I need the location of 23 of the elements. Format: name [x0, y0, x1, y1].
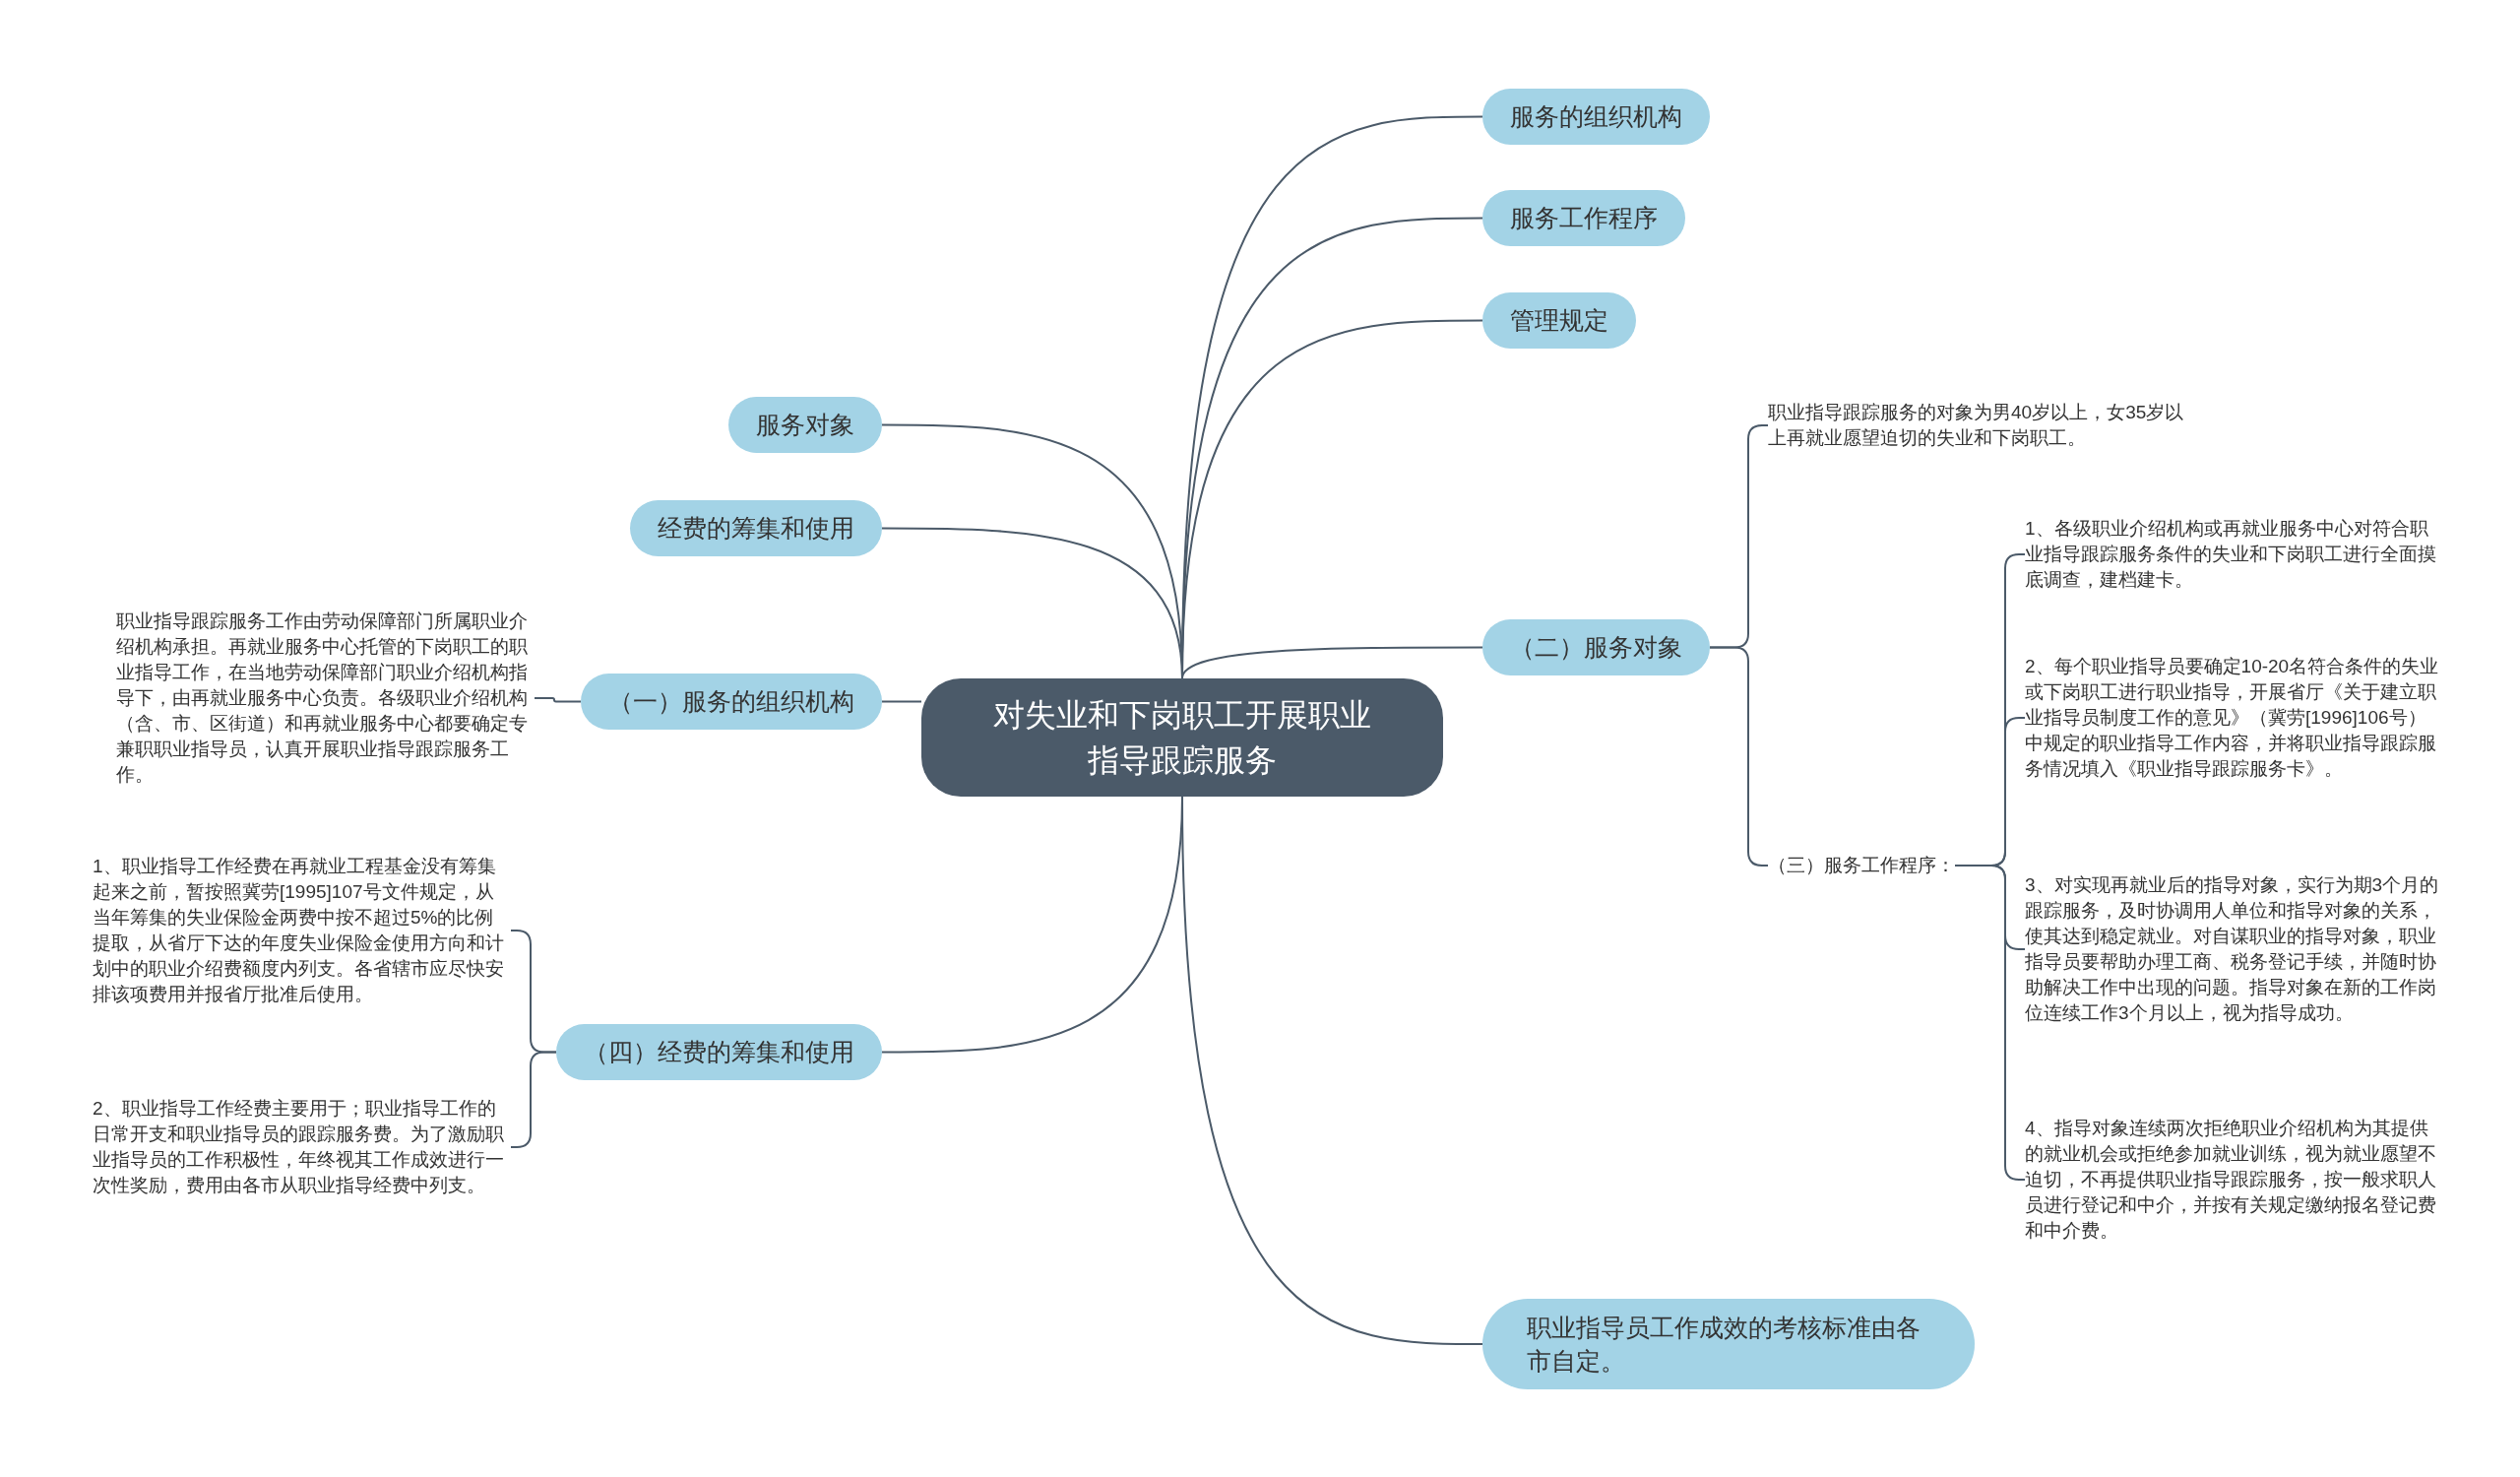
topic-pill: 服务工作程序: [1482, 190, 1685, 246]
topic-pill: 服务的组织机构: [1482, 89, 1710, 145]
topic-pill: 管理规定: [1482, 292, 1636, 349]
topic-pill: 经费的筹集和使用: [630, 500, 882, 556]
topic-pill: 职业指导员工作成效的考核标准由各市自定。: [1482, 1299, 1975, 1389]
connector-line: [881, 796, 1183, 1054]
central-topic: 对失业和下岗职工开展职业指导跟踪服务: [921, 678, 1443, 797]
note-text: 3、对实现再就业后的指导对象，实行为期3个月的跟踪服务，及时协调用人单位和指导对象的关系，使其达到稳定就业。对自谋职业的指导对象，职业指导员要帮助办理工商、税务登记手续，并随时协助解决工作中出现的问题。指导对象在新的工作岗位连续工作3个月以上，视为指导成功。: [2025, 872, 2443, 1026]
note-text: 2、职业指导工作经费主要用于；职业指导工作的日常开支和职业指导员的跟踪服务费。为了激励职业指导员的工作积极性，年终视其工作成效进行一次性奖励，费用由各市从职业指导经费中列支。: [93, 1096, 511, 1198]
subtopic-text: （三）服务工作程序：: [1768, 853, 1955, 878]
note-text: 2、每个职业指导员要确定10-20名符合条件的失业或下岗职工进行职业指导，开展省厅《关于建立职业指导员制度工作的意见》（冀劳[1996]106号）中规定的职业指导工作内容，并将职业指导跟踪服务情况填入《职业指导跟踪服务卡》。: [2025, 654, 2443, 782]
connector-line: [534, 697, 582, 703]
note-text: 职业指导跟踪服务的对象为男40岁以上，女35岁以上再就业愿望迫切的失业和下岗职工。: [1768, 400, 2191, 451]
note-text: 1、各级职业介绍机构或再就业服务中心对符合职业指导跟踪服务条件的失业和下岗职工进行全面摸底调查，建档建卡。: [2025, 516, 2443, 593]
connector-line: [881, 700, 922, 703]
topic-pill: （一）服务的组织机构: [581, 674, 882, 730]
note-text: 职业指导跟踪服务工作由劳动保障部门所属职业介绍机构承担。再就业服务中心托管的下岗职工的职业指导工作，在当地劳动保障部门职业介绍机构指导下，由再就业服务中心负责。各级职业介绍机构（含、市、区街道）和再就业服务中心都要确定专兼职职业指导员，认真开展职业指导跟踪服务工作。: [116, 609, 535, 788]
connector-line: [881, 527, 1183, 679]
topic-pill: （二）服务对象: [1482, 619, 1710, 675]
note-text: 1、职业指导工作经费在再就业工程基金没有筹集起来之前，暂按照冀劳[1995]107号文件规定，从当年筹集的失业保险金两费中按不超过5%的比例提取，从省厅下达的年度失业保险金使用方向和计划中的职业介绍费额度内列支。各省辖市应尽快安排该项费用并报省厅批准后使用。: [93, 854, 511, 1007]
note-text: 4、指导对象连续两次拒绝职业介绍机构为其提供的就业机会或拒绝参加就业训练，视为就业愿望不迫切，不再提供职业指导跟踪服务，按一般求职人员进行登记和中介，并按有关规定缴纳报名登记费和中介费。: [2025, 1116, 2443, 1244]
topic-pill: 服务对象: [728, 397, 882, 453]
topic-pill: （四）经费的筹集和使用: [556, 1024, 882, 1080]
